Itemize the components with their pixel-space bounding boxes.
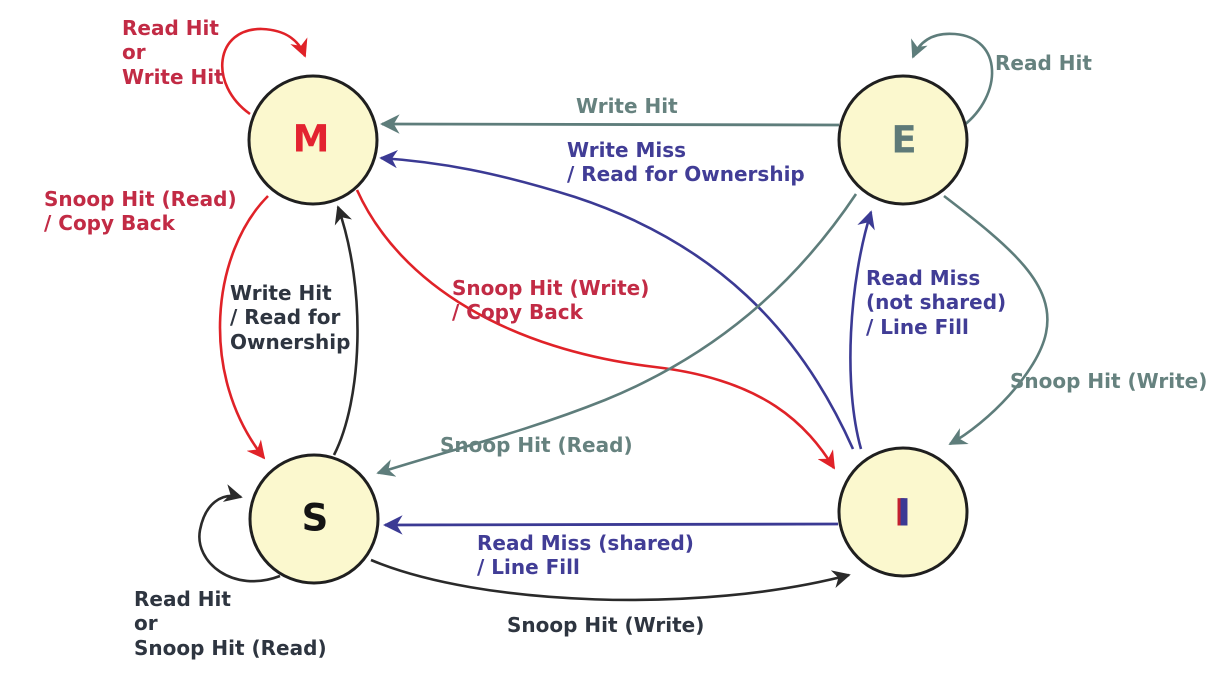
transition-e-to-m — [380, 114, 840, 134]
state-circle-e — [837, 74, 969, 206]
label-s-self: Read Hit or Snoop Hit (Read) — [134, 587, 327, 660]
transition-i-to-m — [379, 150, 855, 450]
label-line: / Copy Back — [44, 211, 175, 236]
label-line: / Line Fill — [477, 555, 580, 580]
label-line: or — [134, 611, 158, 636]
label-line: Snoop Hit (Read) — [440, 433, 633, 457]
label-s-to-i: Snoop Hit (Write) — [507, 613, 704, 637]
label-line: / Copy Back — [452, 300, 583, 325]
label-line: Write Hit — [230, 281, 332, 305]
transition-e-to-i — [943, 194, 1049, 446]
transition-s-to-i — [370, 558, 851, 602]
label-line: Read Miss (shared) — [477, 531, 694, 555]
state-label-invalid: I — [897, 491, 911, 535]
label-line: / Read for Ownership — [567, 162, 805, 187]
state-circle-m — [247, 74, 379, 206]
state-circle-s — [248, 453, 380, 585]
label-line: Snoop Hit (Write) — [1010, 369, 1208, 393]
label-m-to-s: Snoop Hit (Read) / Copy Back — [44, 187, 237, 236]
label-line: Read Hit — [134, 587, 231, 611]
transition-s-to-m — [332, 205, 359, 456]
label-line: / Line Fill — [866, 314, 969, 339]
label-i-to-e: Read Miss (not shared) / Line Fill — [866, 266, 1006, 339]
label-line: Read Miss — [866, 266, 981, 290]
label-line: Write Miss — [567, 138, 687, 162]
transition-e-to-s — [376, 193, 858, 477]
transition-s-self-loop — [198, 484, 281, 583]
transition-m-to-s — [218, 195, 269, 460]
label-line: Snoop Hit (Write) — [507, 613, 705, 637]
label-i-to-s: Read Miss (shared) / Line Fill — [477, 531, 694, 580]
state-label-modified: M — [292, 117, 330, 161]
label-line: Read Hit — [122, 16, 219, 40]
label-i-to-m: Write Miss / Read for Ownership — [567, 138, 805, 187]
transition-m-self-loop — [220, 27, 308, 116]
transition-e-self-loop — [911, 32, 994, 128]
label-m-self: Read Hit or Write Hit — [122, 16, 224, 89]
label-e-to-i: Snoop Hit (Write) — [1010, 369, 1207, 393]
label-line: Snoop Hit (Read) — [44, 187, 237, 211]
label-line: Ownership — [230, 329, 351, 354]
label-m-to-i: Snoop Hit (Write) / Copy Back — [452, 276, 649, 325]
state-label-shared: S — [301, 496, 329, 540]
label-line: Snoop Hit (Read) — [134, 635, 327, 660]
transition-m-to-i — [355, 189, 836, 470]
label-e-to-m: Write Hit — [576, 94, 678, 118]
label-e-to-s: Snoop Hit (Read) — [440, 433, 633, 457]
label-line: or — [122, 40, 146, 65]
transition-i-to-s — [383, 515, 839, 535]
label-line: / Read for — [230, 305, 341, 330]
label-s-to-m: Write Hit / Read for Ownership — [230, 281, 350, 354]
label-line: (not shared) — [866, 290, 1007, 315]
label-line: Read Hit — [995, 51, 1092, 75]
label-line: Snoop Hit (Write) — [452, 276, 650, 300]
label-line: Write Hit — [576, 94, 678, 118]
state-circle-i — [837, 446, 969, 578]
transition-i-to-e — [849, 210, 875, 450]
label-e-self: Read Hit — [995, 51, 1092, 75]
label-line: Write Hit — [122, 64, 224, 89]
state-label-exclusive: E — [891, 118, 917, 162]
